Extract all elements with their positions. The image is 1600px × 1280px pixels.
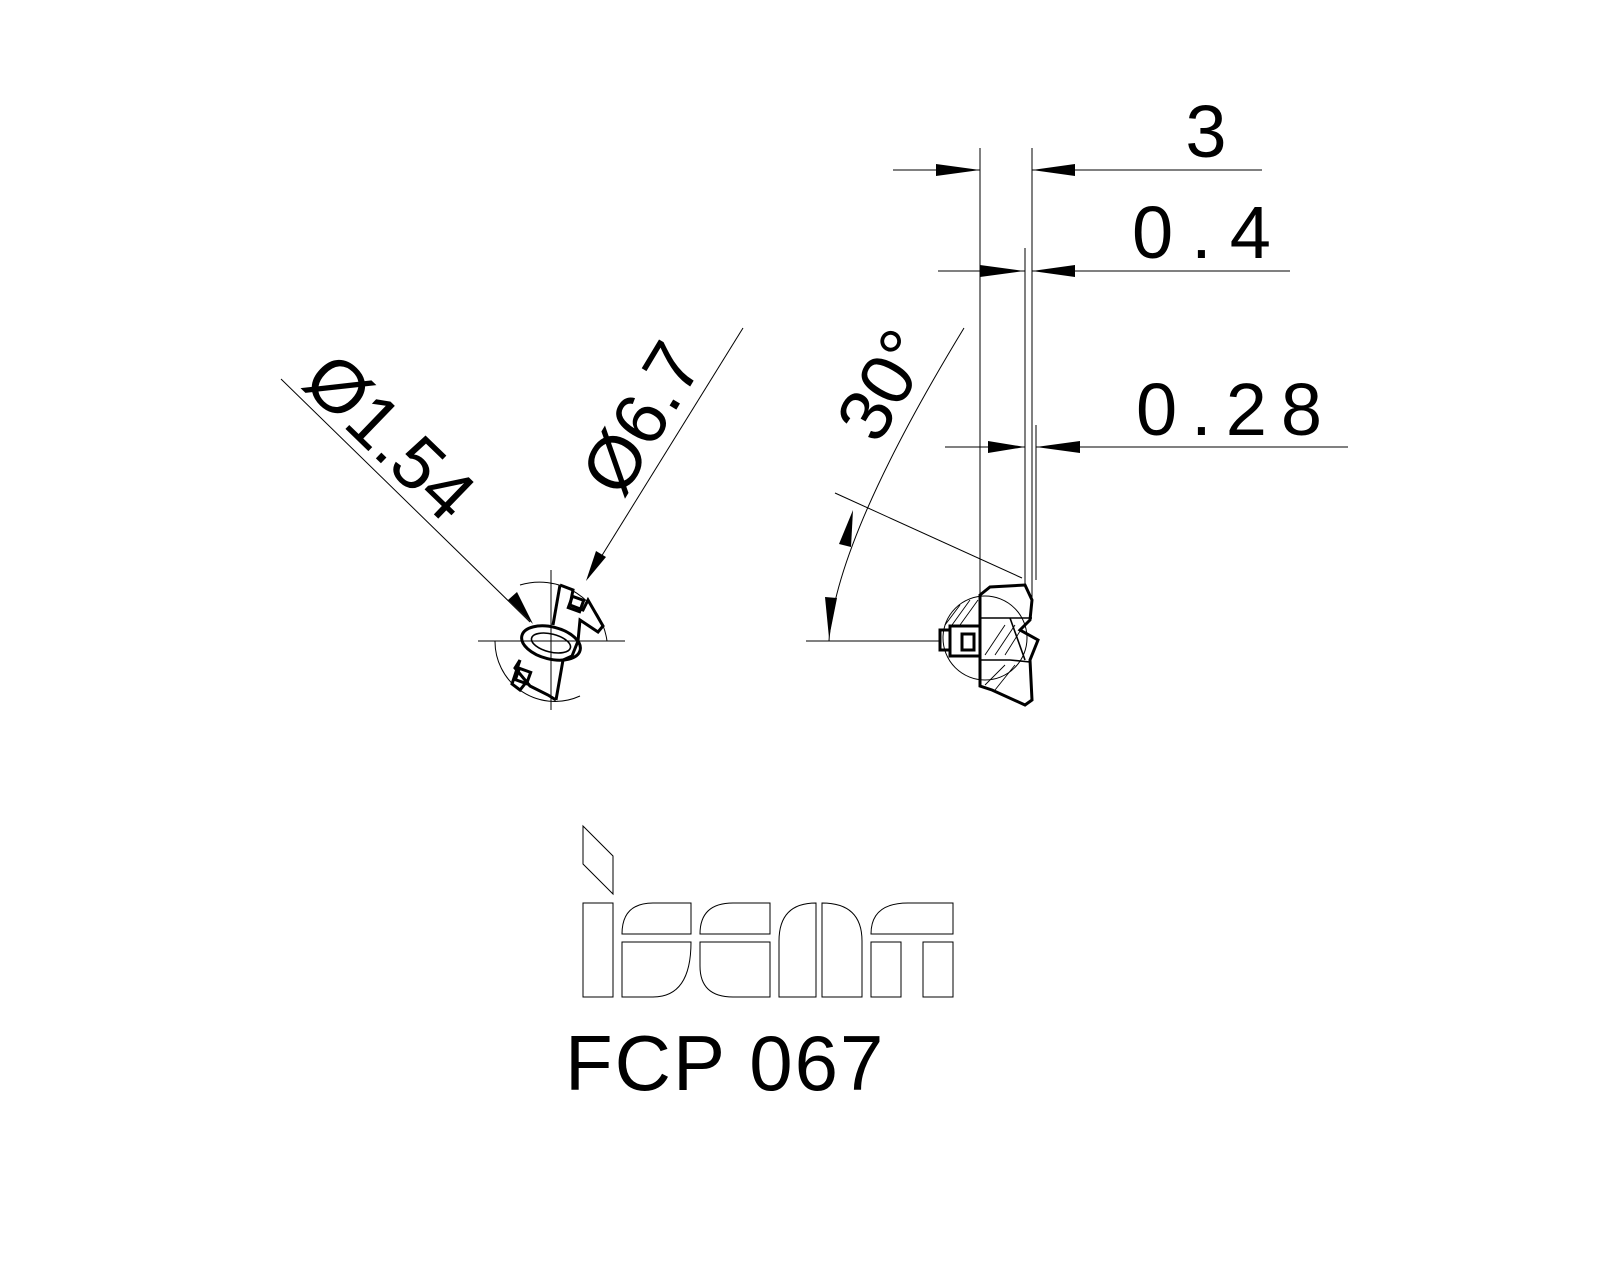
section-hatching [944,599,1023,691]
arrow-icon [508,592,533,624]
arrow-icon [1032,265,1075,277]
arrow-icon [825,597,837,638]
leader-outer-diameter [587,327,744,579]
leader-inner-diameter [280,378,531,623]
part-number: FCP 067 [565,1019,885,1107]
section-circle [942,595,1028,681]
arrow-icon [980,265,1024,277]
arrow-icon [1032,164,1075,176]
insert-side-profile [938,583,1040,707]
side-view: 3 0.4 0.28 30° [806,90,1348,707]
dim-width-step-2: 0.28 [1136,368,1336,451]
arrow-icon [586,551,606,581]
arrow-icon [1036,441,1080,453]
dim-outer-diameter: Ø6.7 [565,328,719,508]
center-hole [520,624,582,662]
insert-front-profile [510,583,605,702]
dim-inner-diameter: Ø1.54 [289,337,492,537]
dim-angle: 30° [820,316,948,454]
arrow-icon [988,441,1025,453]
arrow-icon [839,510,853,547]
front-view: Ø1.54 Ø6.7 [280,327,744,710]
dim-width-step-1: 0.4 [1132,191,1289,274]
iscar-logo [582,824,954,998]
dim-overall-width: 3 [1185,90,1226,173]
angle-reference-line [834,492,1023,579]
logo-dot [582,824,614,896]
arrow-icon [936,164,980,176]
outer-circle-arc-bottom [494,640,581,702]
